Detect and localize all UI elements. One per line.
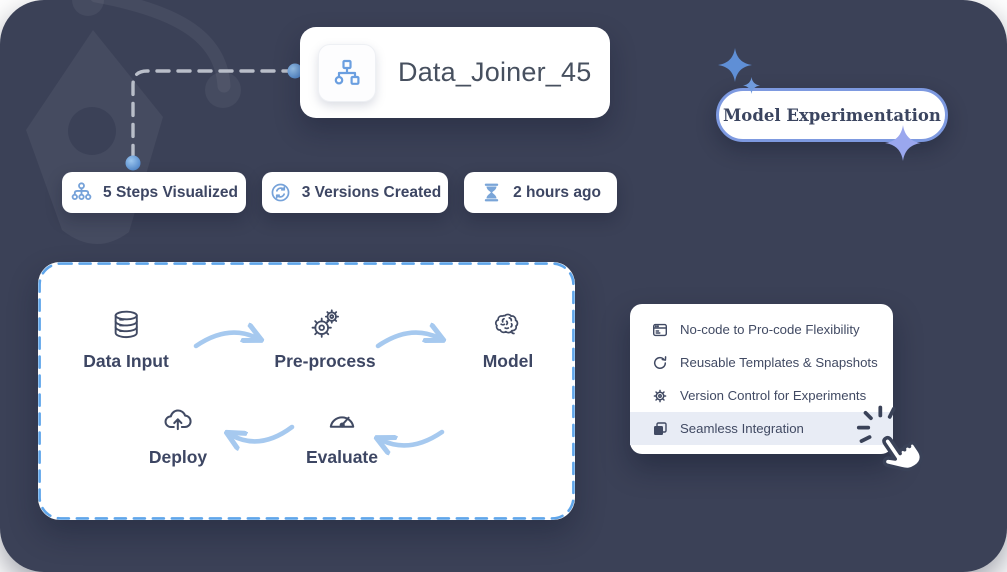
pipeline-node-card[interactable]: Data_Joiner_45 <box>300 27 610 118</box>
features-menu: No-code to Pro-code Flexibility Reusable… <box>630 304 893 454</box>
stat-badge-label: 5 Steps Visualized <box>103 183 238 201</box>
feature-label: Reusable Templates & Snapshots <box>680 355 878 370</box>
code-window-icon <box>652 322 668 338</box>
stat-badge-time: 2 hours ago <box>464 172 617 213</box>
sparkle-icon <box>743 77 760 94</box>
feature-label: No-code to Pro-code Flexibility <box>680 322 860 337</box>
step-label: Evaluate <box>306 447 378 467</box>
feature-item-templates[interactable]: Reusable Templates & Snapshots <box>630 346 893 379</box>
versions-seal-icon <box>269 181 292 204</box>
brain-icon <box>490 306 526 342</box>
feature-item-no-code[interactable]: No-code to Pro-code Flexibility <box>630 313 893 346</box>
gear-icon <box>652 388 668 404</box>
step-label: Model <box>482 351 534 371</box>
feature-item-version-control[interactable]: Version Control for Experiments <box>630 379 893 412</box>
node-title: Data_Joiner_45 <box>398 57 592 87</box>
hourglass-icon <box>480 181 503 204</box>
stat-badge-label: 2 hours ago <box>513 183 601 201</box>
gauge-icon <box>324 402 360 438</box>
steps-tree-icon <box>70 181 93 204</box>
sparkle-icon <box>718 48 752 82</box>
tag-label: Model Experimentation <box>723 105 941 125</box>
stat-badge-label: 3 Versions Created <box>301 183 442 201</box>
step-label: Deploy <box>148 447 208 467</box>
cloud-upload-icon <box>160 402 196 438</box>
gears-icon <box>307 306 343 342</box>
feature-item-seamless-integration[interactable]: Seamless Integration <box>630 412 893 445</box>
copy-icon <box>652 421 668 437</box>
step-label: Pre-process <box>274 351 376 371</box>
model-experimentation-tag[interactable]: Model Experimentation <box>716 88 948 142</box>
database-icon <box>108 306 144 342</box>
click-hand-cursor <box>856 405 924 472</box>
flowchart-icon <box>318 43 376 102</box>
workflow-step-data-input: Data Input <box>83 306 169 372</box>
workflow-step-pre-process: Pre-process <box>274 306 376 372</box>
feature-label: Version Control for Experiments <box>680 388 867 403</box>
selection-dashed-border <box>38 262 575 520</box>
workflow-step-model: Model <box>482 306 534 372</box>
workflow-canvas-card[interactable]: Data Input Pre-process <box>38 262 575 520</box>
workflow-step-evaluate: Evaluate <box>306 402 378 468</box>
stat-badge-versions: 3 Versions Created <box>262 172 448 213</box>
refresh-icon <box>652 355 668 371</box>
feature-label: Seamless Integration <box>680 421 804 436</box>
workflow-step-deploy: Deploy <box>149 402 207 468</box>
stat-badge-steps: 5 Steps Visualized <box>62 172 246 213</box>
step-label: Data Input <box>83 351 169 371</box>
sparkle-icon <box>885 125 921 161</box>
